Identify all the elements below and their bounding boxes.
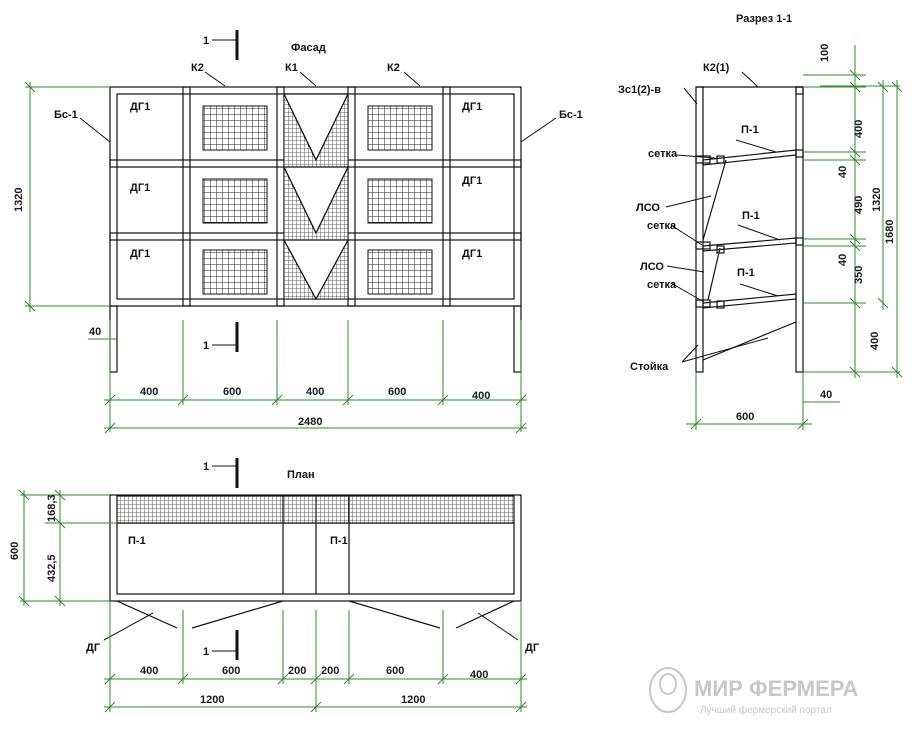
- section-dim-490: 490: [853, 196, 865, 214]
- facade-dim-w2: 600: [223, 386, 241, 398]
- plan-section-mark-top: 1: [203, 461, 209, 473]
- dg-label: ДГ1: [130, 101, 150, 113]
- plan-dim-w6: 400: [470, 669, 488, 681]
- section-frame: [695, 86, 804, 373]
- section-dim-1320: 1320: [871, 188, 883, 212]
- dg-label: ДГ1: [130, 182, 150, 194]
- section-dim-40-a: 40: [837, 166, 849, 178]
- k1-label: К1: [285, 62, 298, 74]
- zs-label: Зс1(2)-в: [618, 84, 661, 96]
- plan-outline: [109, 494, 522, 602]
- p1-plan-right: П-1: [330, 535, 348, 547]
- section-dim-400-top: 400: [853, 120, 865, 138]
- lso-label-bottom: ЛСО: [640, 261, 664, 273]
- lso-label-top: ЛСО: [636, 202, 660, 214]
- plan-dim-half1: 1200: [200, 694, 224, 706]
- dg-label: ДГ1: [462, 101, 482, 113]
- plan-title: План: [287, 469, 315, 481]
- plan-dim-w4: 200: [321, 665, 339, 677]
- stoyka-label: Стойка: [630, 361, 669, 373]
- watermark-tagline: Лучший фермерский портал: [700, 704, 832, 716]
- facade-dim-w5: 400: [472, 390, 490, 402]
- section-view: Разрез 1-1: [618, 13, 903, 430]
- dg-label: ДГ1: [462, 248, 482, 260]
- k2-label-left: К2: [191, 62, 204, 74]
- facade-section-mark-bottom: 1: [203, 340, 209, 352]
- plan-dim-w5: 600: [386, 665, 404, 677]
- section-dim-1680: 1680: [884, 220, 896, 244]
- plan-dim-half2: 1200: [401, 694, 425, 706]
- facade-dim-total: 2480: [298, 416, 322, 428]
- section-dim-40-c: 40: [820, 389, 832, 401]
- watermark-name: МИР ФЕРМЕРА: [694, 676, 859, 701]
- facade-dim-w4: 600: [388, 386, 406, 398]
- bs-label-right: Бс-1: [559, 109, 583, 121]
- facade-dim-w1: 400: [140, 386, 158, 398]
- facade-dim-leg: 40: [89, 326, 101, 338]
- setka-label-top: сетка: [648, 148, 678, 160]
- plan-dim-600: 600: [9, 542, 21, 560]
- bs-label-left: Бс-1: [54, 109, 78, 121]
- watermark: МИР ФЕРМЕРА Лучший фермерский портал: [649, 667, 859, 716]
- plan-dim-432: 432,5: [46, 554, 58, 582]
- facade-dim-height: 1320: [13, 188, 25, 212]
- facade-section-mark-top: 1: [203, 35, 209, 47]
- dg-plan-right: ДГ: [525, 642, 540, 654]
- facade-view: Фасад 1 1: [13, 30, 583, 434]
- plan-dim-168: 168,3: [46, 494, 58, 522]
- section-title: Разрез 1-1: [736, 13, 792, 25]
- plan-dim-w1: 400: [140, 665, 158, 677]
- plan-view: План 1 1 П-1 П-1 ДГ ДГ: [9, 458, 540, 713]
- watermark-logo-icon: [649, 667, 687, 713]
- p1-label-top: П-1: [741, 124, 759, 136]
- section-dim-40-b: 40: [837, 254, 849, 266]
- setka-label-mid: сетка: [647, 220, 677, 232]
- door-meshes: [202, 105, 433, 295]
- feeder-triangles: [282, 93, 350, 301]
- facade-dim-w3: 400: [306, 386, 324, 398]
- section-dim-width: 600: [736, 411, 754, 423]
- p1-label-bottom: П-1: [737, 267, 755, 279]
- p1-plan-left: П-1: [128, 535, 146, 547]
- dg-label: ДГ1: [462, 175, 482, 187]
- setka-label-bottom: сетка: [647, 279, 677, 291]
- plan-section-mark-bottom: 1: [203, 646, 209, 658]
- p1-label-mid: П-1: [742, 210, 760, 222]
- k2-label-right: К2: [387, 62, 400, 74]
- dg-plan-left: ДГ: [86, 642, 101, 654]
- dg-label: ДГ1: [130, 248, 150, 260]
- section-dim-400-bottom: 400: [869, 332, 881, 350]
- facade-title: Фасад: [291, 42, 326, 54]
- section-dim-100: 100: [819, 44, 831, 62]
- plan-dim-w2: 600: [222, 665, 240, 677]
- plan-dim-w3: 200: [288, 665, 306, 677]
- section-dim-350: 350: [853, 266, 865, 284]
- section-k2-label: К2(1): [703, 62, 730, 74]
